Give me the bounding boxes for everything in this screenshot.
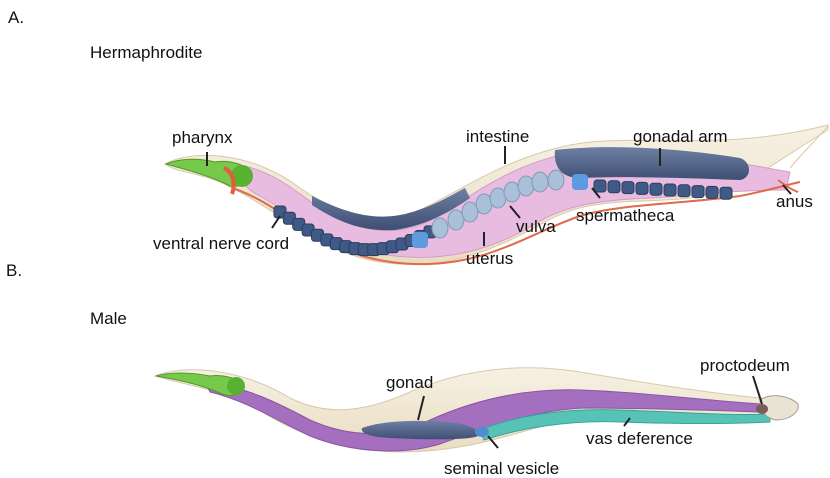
male-proctodeum (756, 404, 768, 414)
oocyte (678, 185, 690, 197)
label-seminal-vesicle: seminal vesicle (444, 460, 559, 477)
label-ventral-nerve-cord: ventral nerve cord (153, 235, 289, 252)
oocyte (622, 182, 634, 194)
label-gonad: gonad (386, 374, 433, 391)
oocyte (650, 183, 662, 195)
uterus-egg (548, 170, 564, 190)
oocyte (664, 184, 676, 196)
label-vas-deference: vas deference (586, 430, 693, 447)
uterus-egg (518, 176, 534, 196)
male-worm (155, 368, 798, 452)
oocyte (692, 186, 704, 198)
spermatheca-region (572, 174, 588, 190)
label-vulva: vulva (516, 218, 556, 235)
oocyte (608, 181, 620, 193)
label-uterus: uterus (466, 250, 513, 267)
oocyte (720, 187, 732, 199)
oocyte (594, 180, 606, 192)
uterus-egg (432, 218, 448, 238)
oocyte (636, 182, 648, 194)
spermatheca-region (412, 232, 428, 248)
label-gonadal-arm: gonadal arm (633, 128, 728, 145)
oocyte (706, 186, 718, 198)
label-pharynx: pharynx (172, 129, 232, 146)
uterus-egg (532, 172, 548, 192)
male-seminal-vesicle (475, 427, 489, 437)
male-pharynx-bulb (227, 377, 245, 395)
label-spermatheca: spermatheca (576, 207, 674, 224)
label-intestine: intestine (466, 128, 529, 145)
label-proctodeum: proctodeum (700, 357, 790, 374)
label-anus: anus (776, 193, 813, 210)
